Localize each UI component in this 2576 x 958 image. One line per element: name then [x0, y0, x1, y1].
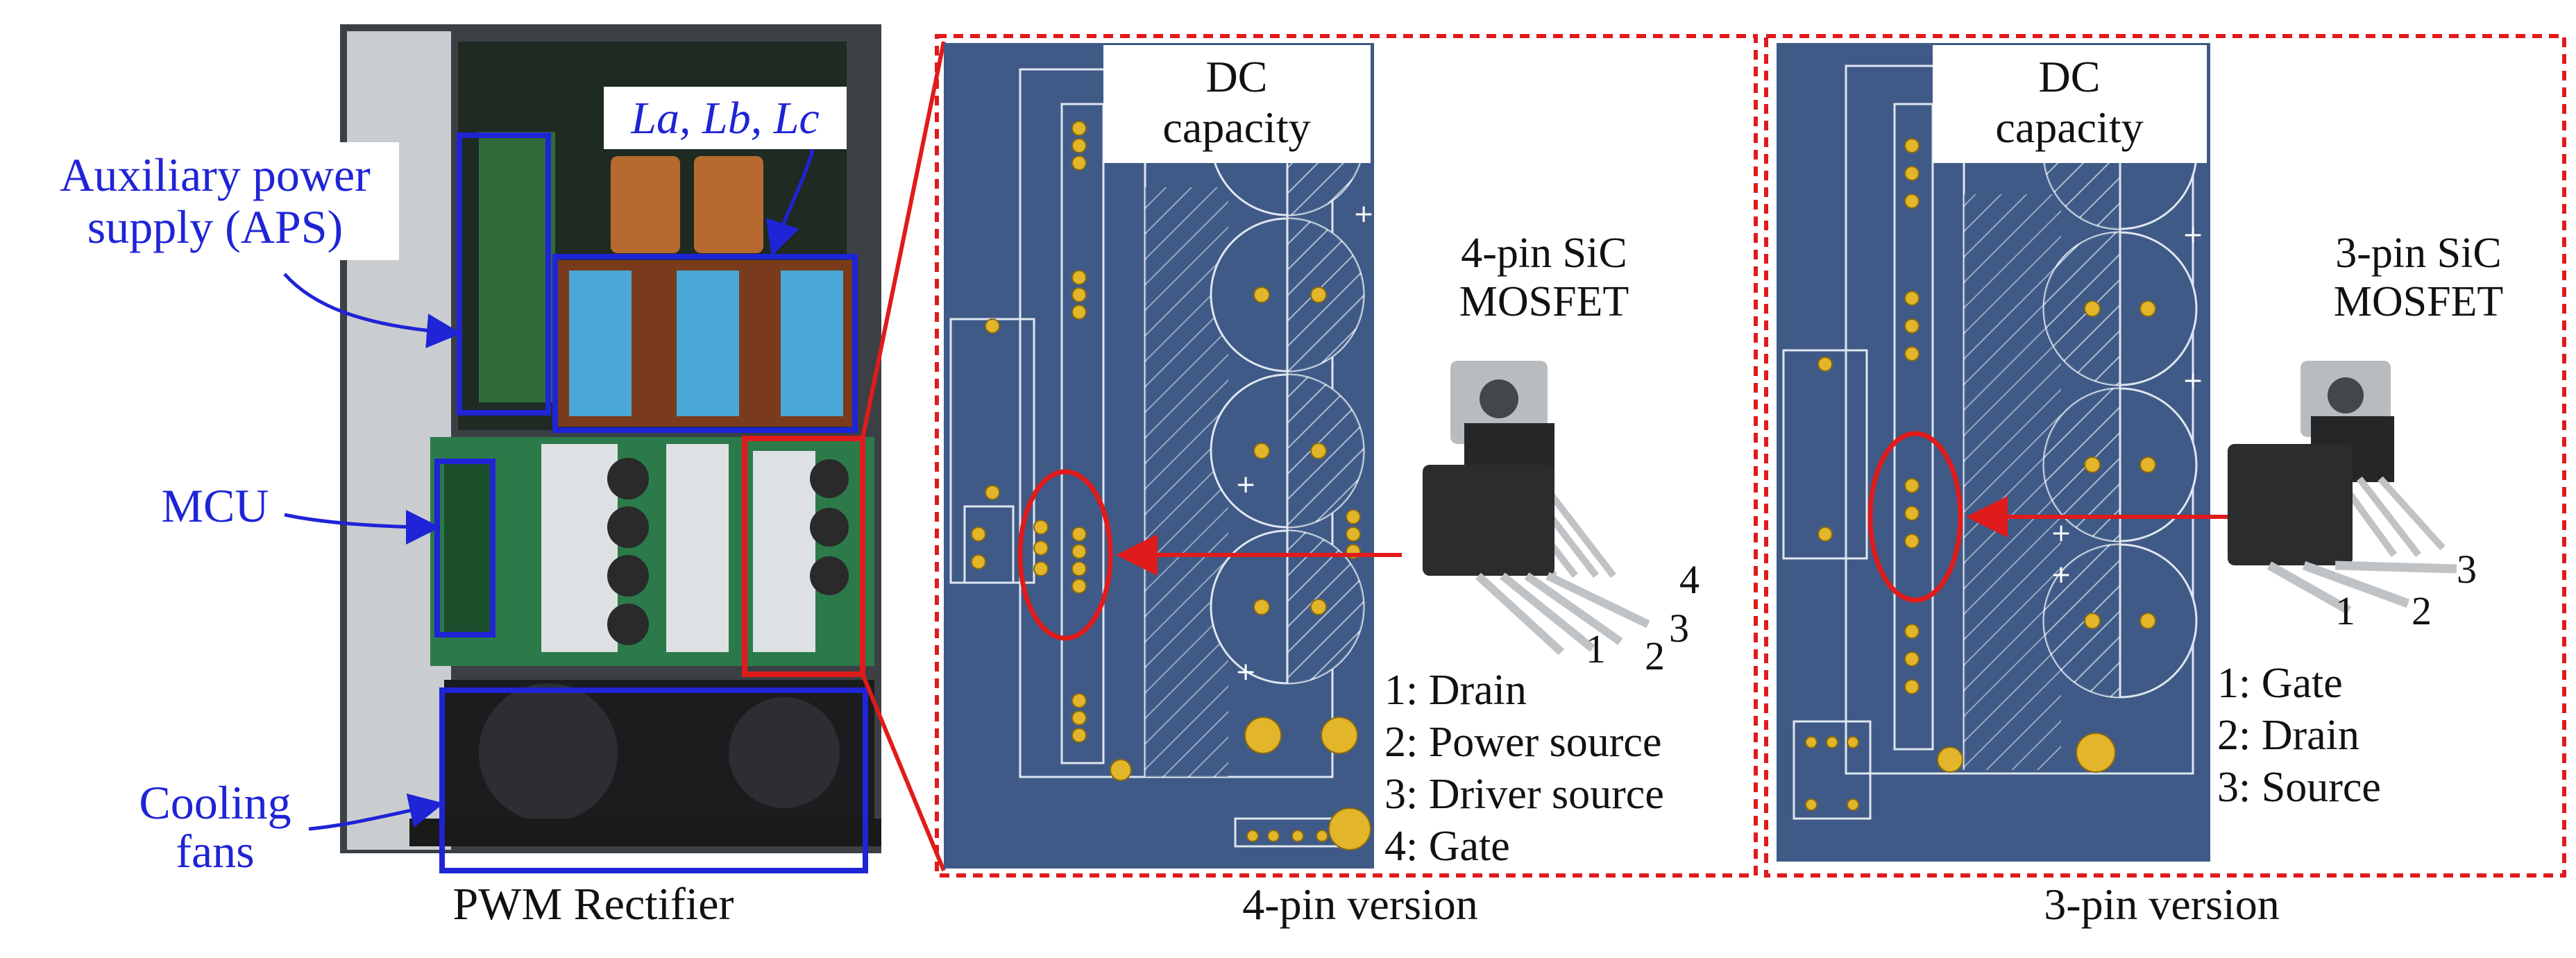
pin-legend-4-4pin: 4: Gate — [1384, 823, 1510, 870]
pin-legend-3-4pin: 3: Driver source — [1384, 771, 1664, 818]
pin-number-3-3pin: 3 — [2457, 547, 2477, 592]
fan-box — [439, 687, 868, 873]
svg-text:+: + — [2051, 561, 2071, 589]
aps-leader-arrow — [283, 273, 461, 348]
mcu-box — [434, 459, 495, 638]
mosfet-footprint-ellipse-3pin — [1867, 431, 1963, 603]
dc-capacity-line1-4pin: DC — [1206, 52, 1268, 101]
svg-text:+: + — [2051, 519, 2071, 547]
fans-label-line1: Cooling — [139, 776, 291, 829]
pin-number-3-4pin: 3 — [1669, 606, 1689, 651]
photo-highlights — [434, 132, 868, 873]
dc-capacity-label-box-3pin — [1933, 45, 2207, 163]
rectifier-photo — [340, 24, 881, 853]
panel-4pin: + + + DC capacity 4-pin SiC MOSFET 1 — [935, 34, 1758, 929]
inductor-leader-arrow — [765, 138, 817, 257]
fans-label-line2: fans — [176, 825, 254, 878]
aps-label-line2: supply (APS) — [87, 200, 343, 253]
caption-3pin: 3-pin version — [2044, 880, 2280, 929]
panel-4pin-frame — [935, 34, 1758, 878]
pin-legend-3-3pin: 3: Source — [2217, 764, 2381, 811]
dc-capacity-line1-3pin: DC — [2039, 52, 2101, 101]
svg-text:+: + — [2183, 221, 2203, 249]
svg-text:+: + — [1235, 658, 1256, 686]
inductor-box — [552, 254, 858, 433]
device-label-line1-3pin: 3-pin SiC — [2335, 230, 2501, 277]
pin-number-2-3pin: 2 — [2412, 588, 2432, 633]
mosfet-region-box — [742, 436, 865, 677]
svg-text:+: + — [1353, 200, 1374, 228]
pin-legend-1-4pin: 1: Drain — [1384, 667, 1527, 714]
panel-3pin: + + + + DC capacity 3-pin SiC MOSFET 1 2… — [1764, 34, 2566, 929]
pin-number-2-4pin: 2 — [1645, 633, 1665, 678]
dc-capacity-line2-4pin: capacity — [1162, 103, 1310, 152]
svg-text:+: + — [1235, 470, 1256, 499]
aps-box — [457, 132, 551, 416]
pin-legend-1-3pin: 1: Gate — [2217, 660, 2343, 707]
pin-legend-2-4pin: 2: Power source — [1384, 719, 1661, 766]
aps-label-line1: Auxiliary power — [60, 148, 371, 201]
device-label-line1-4pin: 4-pin SiC — [1461, 230, 1627, 277]
dc-capacity-line2-3pin: capacity — [1995, 103, 2143, 152]
svg-text:+: + — [2183, 366, 2203, 395]
rectifier-caption: PWM Rectifier — [452, 879, 734, 930]
inductor-label: La, Lb, Lc — [630, 93, 819, 144]
mosfet-footprint-ellipse-4pin — [1017, 469, 1113, 641]
mcu-leader-arrow — [284, 509, 441, 545]
zoom-line-top — [861, 41, 946, 439]
pin-number-1-4pin: 1 — [1586, 626, 1606, 672]
mosfet-3pin-image — [2228, 361, 2457, 615]
mosfet-4pin-image — [1423, 361, 1650, 656]
panel-3pin-frame — [1764, 34, 2566, 878]
pin-legend-2-3pin: 2: Drain — [2217, 712, 2359, 759]
fans-leader-arrow — [308, 793, 444, 831]
mcu-label: MCU — [162, 479, 269, 532]
device-label-line2-4pin: MOSFET — [1459, 278, 1629, 325]
caption-4pin: 4-pin version — [1242, 880, 1478, 929]
pin-number-4-4pin: 4 — [1679, 557, 1700, 602]
pin-number-1-3pin: 1 — [2335, 588, 2355, 633]
zoom-line-bottom — [861, 673, 946, 872]
dc-capacity-label-box-4pin — [1103, 45, 1371, 163]
device-label-line2-3pin: MOSFET — [2334, 278, 2504, 325]
